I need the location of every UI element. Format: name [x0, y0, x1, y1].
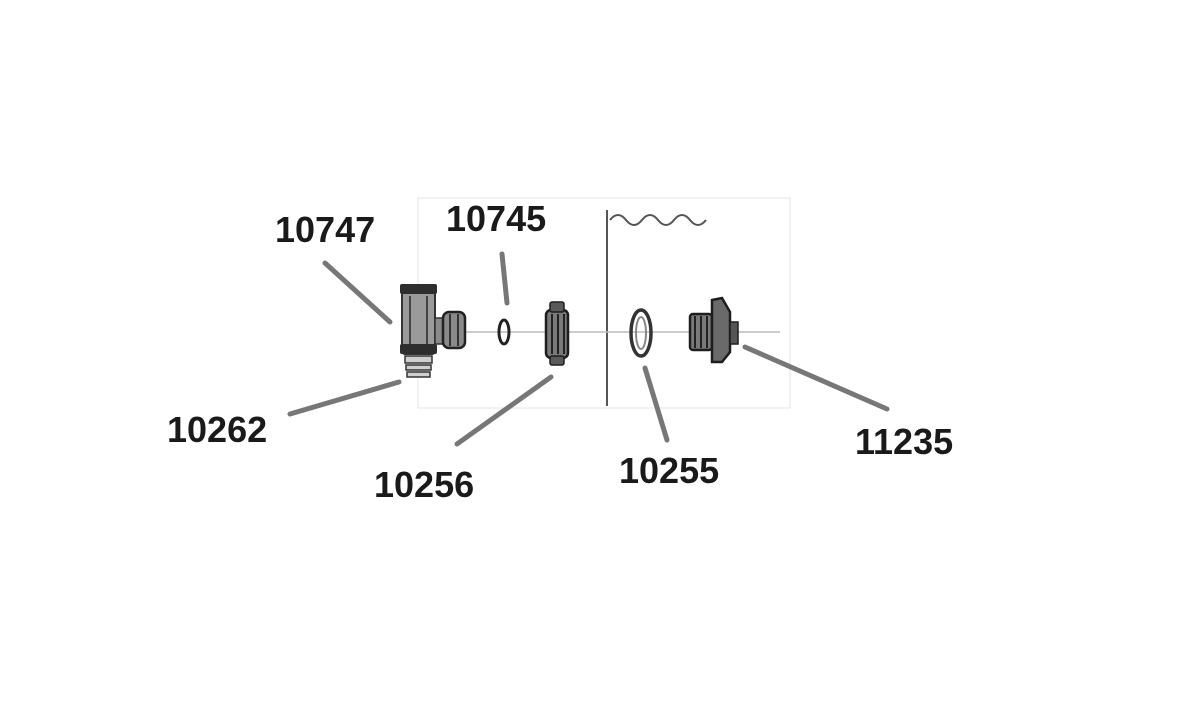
part-number-11235: 11235 — [855, 421, 954, 462]
leader-10255 — [642, 365, 670, 443]
part-number-10747: 10747 — [275, 209, 376, 250]
leader-11235 — [742, 344, 890, 412]
part-10255-gasket — [629, 308, 653, 358]
leader-10262 — [287, 379, 402, 417]
part-number-10255: 10255 — [619, 450, 720, 491]
part-11235-inlet-fitting — [688, 296, 739, 364]
part-10262-fitting — [404, 355, 433, 378]
part-number-10262: 10262 — [167, 409, 268, 450]
water-wave-line — [609, 214, 707, 226]
leader-lines — [287, 251, 890, 447]
part-10256-lock-nut — [544, 301, 570, 366]
part-number-10256: 10256 — [374, 464, 475, 505]
part-number-10745: 10745 — [446, 198, 547, 239]
leader-10747 — [322, 260, 393, 325]
pool-wall — [606, 210, 707, 406]
part-10747-valve-body — [400, 284, 467, 355]
part-10745-o-ring — [497, 318, 511, 346]
leader-10745 — [499, 251, 510, 306]
leader-10256 — [454, 374, 554, 447]
